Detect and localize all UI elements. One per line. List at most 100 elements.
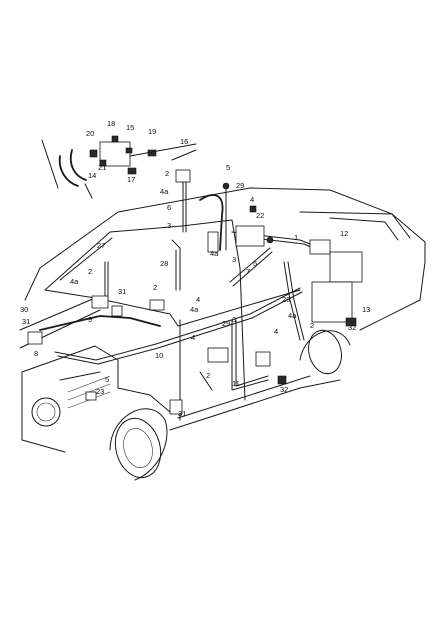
callout-4b: 4 — [250, 195, 254, 204]
callout-1: 1 — [294, 233, 298, 242]
hose-front-9 — [39, 315, 161, 331]
callout-4c: 4 — [196, 295, 200, 304]
line-28-rear-b — [287, 261, 305, 341]
callout-8: 8 — [34, 349, 38, 358]
hose-clamp-4a — [207, 231, 219, 253]
front-wheel — [114, 417, 162, 479]
callout-2d: 2 — [310, 321, 314, 330]
filler-neck-hose — [58, 155, 79, 187]
main-line-10 — [54, 287, 301, 361]
rear-window-inner — [329, 217, 399, 241]
clip-4 — [249, 205, 257, 213]
front-face — [21, 345, 119, 389]
headlight-outer — [31, 397, 61, 427]
rear-wheel — [308, 329, 342, 375]
callout-23: 23 — [96, 387, 104, 396]
windshield-inner — [59, 237, 113, 281]
callout-4a-3: 4a — [70, 277, 79, 286]
rear-wheel-arch — [299, 330, 351, 361]
callout-18: 18 — [107, 119, 115, 128]
callout-5a: 5 — [226, 163, 230, 172]
sill-line — [169, 379, 341, 431]
callout-22: 22 — [256, 211, 264, 220]
line-11 — [231, 319, 269, 391]
front-wheel-arch — [109, 408, 168, 481]
part-21 — [99, 159, 107, 167]
valve-block-22 — [235, 225, 265, 247]
windshield-top — [44, 225, 183, 291]
line-2-lower — [199, 371, 213, 391]
callout-21: 21 — [98, 163, 106, 172]
components — [27, 182, 363, 415]
roof-line — [39, 187, 393, 269]
callout-4a-1: 4a — [160, 187, 169, 196]
callout-31a: 31 — [118, 287, 126, 296]
front-wheel-rim — [123, 428, 153, 468]
callout-4a-2: 4a — [210, 249, 219, 258]
filler-neck-hose-2 — [69, 149, 87, 181]
clip-3 — [266, 236, 274, 244]
top-inset — [41, 135, 197, 233]
callout-2c: 2 — [153, 283, 157, 292]
clip-32 — [277, 375, 287, 385]
callout-29a: 29 — [236, 181, 244, 190]
valve-2 — [175, 169, 191, 183]
callout-31b: 31 — [22, 317, 30, 326]
hood-top — [19, 297, 179, 331]
component-31c — [169, 399, 183, 415]
component-31 — [91, 295, 109, 309]
line-11b — [235, 319, 269, 387]
filter-7 — [207, 347, 229, 363]
component-23 — [85, 391, 97, 401]
component-2d — [255, 351, 271, 367]
component-30 — [27, 331, 43, 345]
callout-4d: 4 — [274, 327, 278, 336]
b-pillar — [239, 267, 246, 401]
callout-17: 17 — [127, 175, 135, 184]
callout-31c: 31 — [178, 409, 186, 418]
callout-27: 27 — [97, 241, 105, 250]
belt-line — [177, 289, 301, 327]
tank-13 — [311, 281, 353, 323]
callout-5b: 5 — [253, 259, 257, 268]
callout-3b: 3 — [232, 255, 236, 264]
callout-11: 11 — [232, 379, 240, 388]
hose-routing — [39, 185, 323, 391]
callout-6: 6 — [167, 203, 171, 212]
callout-10: 10 — [155, 351, 163, 360]
bumper-bottom — [21, 439, 66, 453]
windshield-bottom — [44, 289, 96, 299]
callout-5c: 5 — [105, 375, 109, 384]
clamp-32 — [345, 317, 357, 327]
callout-28b: 28 — [282, 295, 290, 304]
line-28-rear — [283, 261, 301, 341]
car-body-outline — [19, 187, 426, 481]
callout-labels: 18 15 19 20 16 21 14 17 2 4a 5 6 29 4 22… — [20, 119, 370, 418]
tank-unit — [329, 251, 363, 283]
callout-4a-5: 4a — [288, 311, 297, 320]
part-17 — [127, 167, 137, 175]
callout-2b: 2 — [88, 267, 92, 276]
callout-19: 19 — [148, 127, 156, 136]
rear-quarter — [359, 261, 426, 331]
pump-12 — [309, 239, 331, 255]
part-15 — [125, 147, 133, 154]
callout-3a: 3 — [167, 221, 171, 230]
callout-2a: 2 — [165, 169, 169, 178]
side-window-front — [181, 219, 241, 269]
callout-16: 16 — [180, 137, 188, 146]
callout-14: 14 — [88, 171, 96, 180]
line-1b — [232, 251, 273, 287]
main-line-10b — [57, 291, 303, 365]
component-2c — [149, 299, 165, 311]
hose-5-upper — [199, 194, 224, 251]
clip-5 — [222, 182, 230, 190]
headlight-inner — [36, 402, 56, 422]
line-5-front — [59, 371, 101, 381]
sill-upper — [177, 375, 311, 419]
part-20 — [89, 149, 98, 158]
callout-30: 30 — [20, 305, 28, 314]
callout-9: 9 — [88, 315, 92, 324]
callout-20: 20 — [86, 129, 94, 138]
